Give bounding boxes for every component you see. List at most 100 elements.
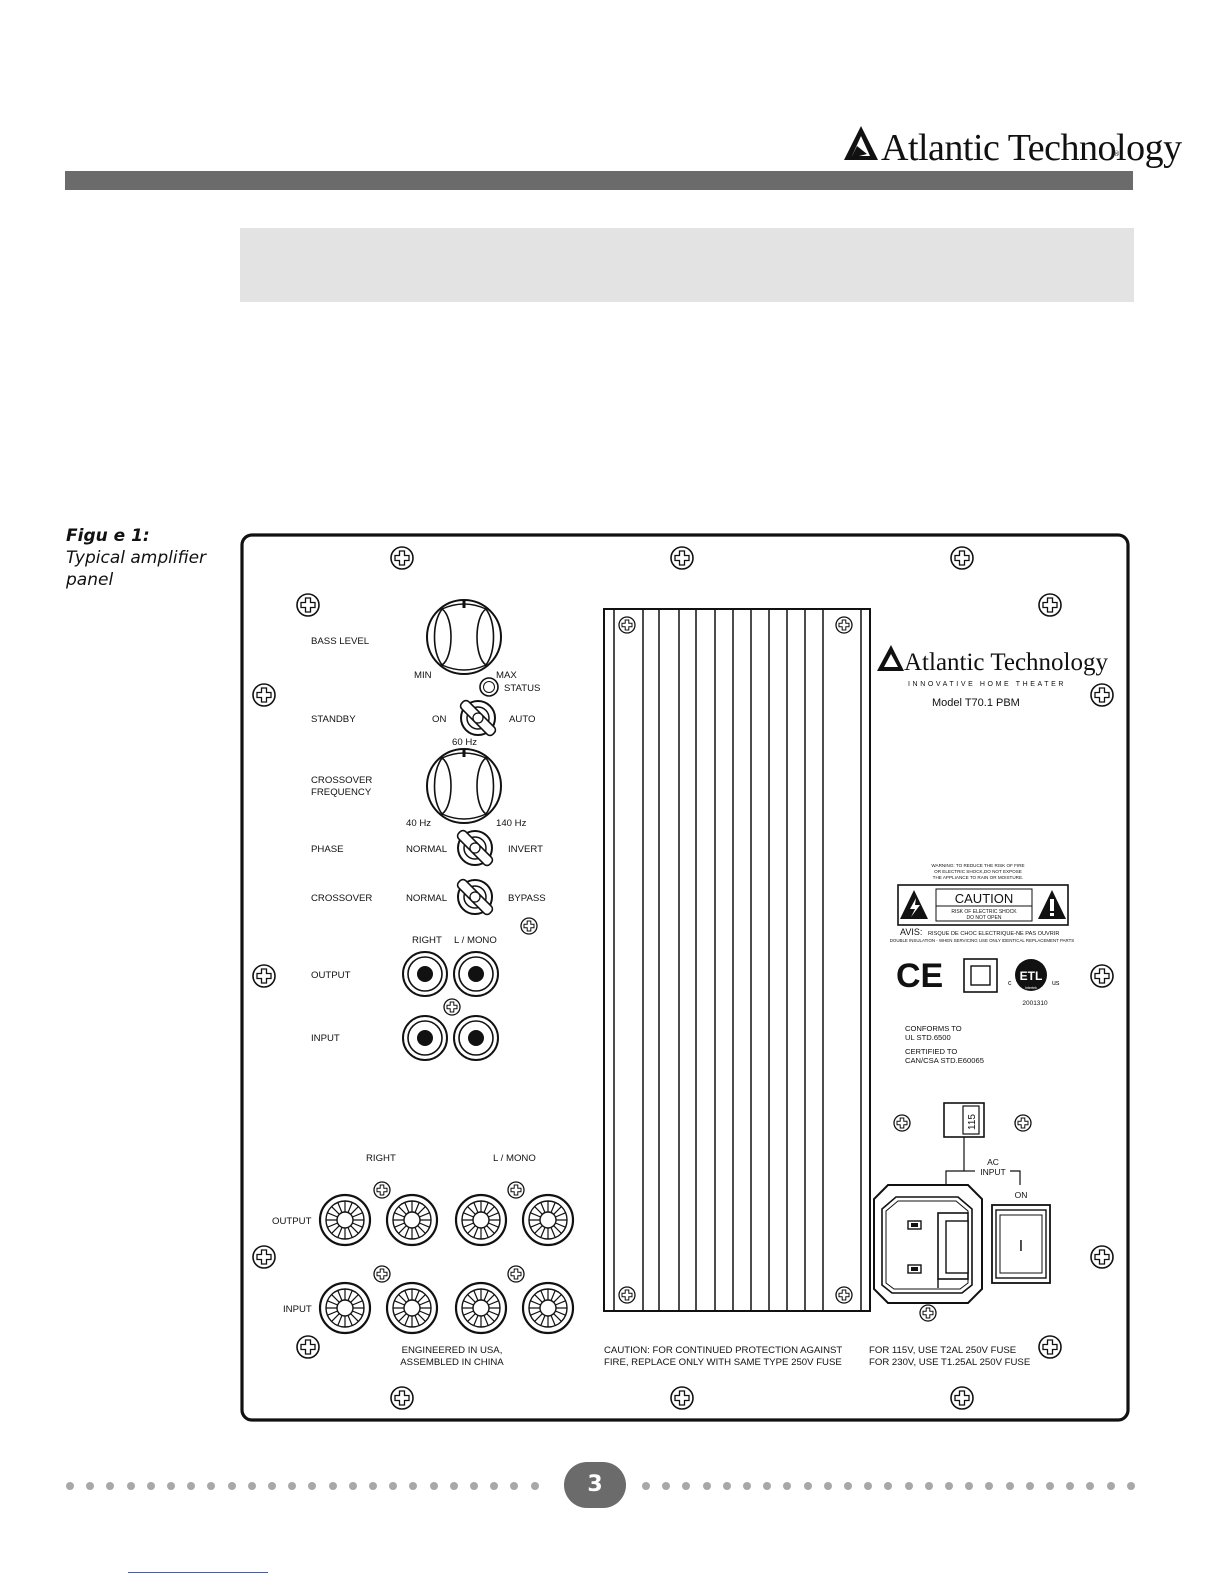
certified-line-1: CERTIFIED TO [905, 1047, 957, 1056]
rca-output-lmono-jack-icon[interactable] [453, 951, 499, 997]
screw-icon [835, 616, 853, 634]
screw-icon [618, 1286, 636, 1304]
screw-icon [1038, 593, 1062, 617]
ac-power-socket[interactable] [873, 1184, 983, 1322]
voltage-value: 115 [967, 1114, 978, 1130]
footer-dot [864, 1482, 872, 1490]
binding-post-icon[interactable] [454, 1281, 508, 1335]
etl-number: 2001310 [1022, 1000, 1048, 1007]
standby-auto-label: AUTO [509, 714, 535, 725]
screw-icon [443, 998, 461, 1016]
conforms-line-2: UL STD.6500 [905, 1033, 951, 1042]
crossover-bypass-label: BYPASS [508, 893, 546, 904]
footer-dot [682, 1482, 690, 1490]
caution-label: CAUTION [955, 891, 1014, 906]
footer-dot [66, 1482, 74, 1490]
screw-icon [507, 1265, 525, 1283]
footer-dot [743, 1482, 751, 1490]
warning-line-2: OR ELECTRIC SHOCK,DO NOT EXPOSE [934, 869, 1022, 874]
footer-dot [106, 1482, 114, 1490]
footer-dot [723, 1482, 731, 1490]
bass-level-knob-icon[interactable] [425, 598, 503, 676]
warning-line-3: THE APPLIANCE TO RAIN OR MOISTURE. [933, 875, 1024, 880]
figure-caption: Figu e 1: Typical amplifier panel [66, 525, 216, 591]
footer-dot [804, 1482, 812, 1490]
rca-input-right-jack-icon[interactable] [402, 1015, 448, 1061]
ce-mark-icon: CE [896, 957, 943, 995]
min-label: MIN [414, 670, 432, 681]
page-number: 3 [564, 1462, 626, 1508]
logo-text: Atlantic Technology [881, 127, 1182, 169]
footer-dot [127, 1482, 135, 1490]
footer-dot [86, 1482, 94, 1490]
phase-label: PHASE [311, 844, 344, 855]
logo-triangle-icon [844, 126, 878, 160]
footer-dot [783, 1482, 791, 1490]
binding-post-icon[interactable] [385, 1281, 439, 1335]
avis-label: AVIS: [900, 927, 922, 937]
certified-line-2: CAN/CSA STD.E60065 [905, 1056, 984, 1065]
binding-post-icon[interactable] [454, 1193, 508, 1247]
engineered-label-2: ASSEMBLED IN CHINA [400, 1357, 504, 1368]
footer-dot [703, 1482, 711, 1490]
etl-c-label: c [1008, 980, 1012, 987]
conforms-line-1: CONFORMS TO [905, 1024, 962, 1033]
phase-invert-label: INVERT [508, 844, 543, 855]
footer-dot [1026, 1482, 1034, 1490]
crossover-label: CROSSOVER [311, 893, 372, 904]
binding-post-icon[interactable] [521, 1193, 575, 1247]
crossover-frequency-label-1: CROSSOVER [311, 775, 372, 786]
binding-post-icon[interactable] [318, 1281, 372, 1335]
footer-dot [642, 1482, 650, 1490]
footer-dot [884, 1482, 892, 1490]
inner-logo-text: Atlantic Technology [904, 649, 1108, 676]
footer-link-underline [128, 1572, 268, 1573]
fuse-rating-line-1: FOR 115V, USE T2AL 250V FUSE [869, 1345, 1016, 1356]
footer-dot [925, 1482, 933, 1490]
fuse-caution-label-1: CAUTION: FOR CONTINUED PROTECTION AGAINS… [604, 1345, 842, 1356]
screw-icon [390, 546, 414, 570]
model-label: Model T70.1 PBM [932, 697, 1020, 709]
heatsink [603, 608, 871, 1312]
footer-dot [985, 1482, 993, 1490]
rca-input-lmono-jack-icon[interactable] [453, 1015, 499, 1061]
binding-post-icon[interactable] [521, 1281, 575, 1335]
footer-dot [349, 1482, 357, 1490]
hz60-label: 60 Hz [452, 737, 477, 748]
screw-icon [1090, 1245, 1114, 1269]
power-switch[interactable]: I [991, 1204, 1051, 1284]
rca-output-right-jack-icon[interactable] [402, 951, 448, 997]
screw-icon [252, 964, 276, 988]
binding-post-icon[interactable] [318, 1193, 372, 1247]
footer-dot [824, 1482, 832, 1490]
speaker-input-label: INPUT [283, 1304, 312, 1315]
figure-label: Figu e 1: [66, 526, 150, 546]
screw-icon [507, 1181, 525, 1199]
screw-icon [296, 1335, 320, 1359]
screw-icon [919, 1304, 937, 1322]
footer-dot [228, 1482, 236, 1490]
fuse-caution-label-2: FIRE, REPLACE ONLY WITH SAME TYPE 250V F… [604, 1357, 842, 1368]
etl-intertek-text: Intertek [1025, 986, 1037, 990]
footer-dot [369, 1482, 377, 1490]
footer-dot [945, 1482, 953, 1490]
screw-icon [670, 546, 694, 570]
screw-icon [252, 683, 276, 707]
fuse-rating-line-2: FOR 230V, USE T1.25AL 250V FUSE [869, 1357, 1030, 1368]
screw-icon [373, 1181, 391, 1199]
footer-dot [1046, 1482, 1054, 1490]
header-logo: Atlantic Technology ® [843, 122, 1182, 174]
footer-dot [308, 1482, 316, 1490]
crossover-frequency-knob-icon[interactable] [425, 747, 503, 825]
inner-tagline: INNOVATIVE HOME THEATER [908, 681, 1066, 688]
figure-caption-text: Typical amplifier panel [66, 548, 207, 590]
crossover-frequency-label-2: FREQUENCY [311, 787, 372, 798]
screw-icon [296, 593, 320, 617]
footer-dot [187, 1482, 195, 1490]
footer-dot [1127, 1482, 1135, 1490]
etl-mark-icon [1015, 959, 1047, 991]
binding-post-icon[interactable] [385, 1193, 439, 1247]
footer-dot [965, 1482, 973, 1490]
phase-normal-label: NORMAL [406, 844, 448, 855]
speaker-right-label: RIGHT [366, 1153, 396, 1164]
